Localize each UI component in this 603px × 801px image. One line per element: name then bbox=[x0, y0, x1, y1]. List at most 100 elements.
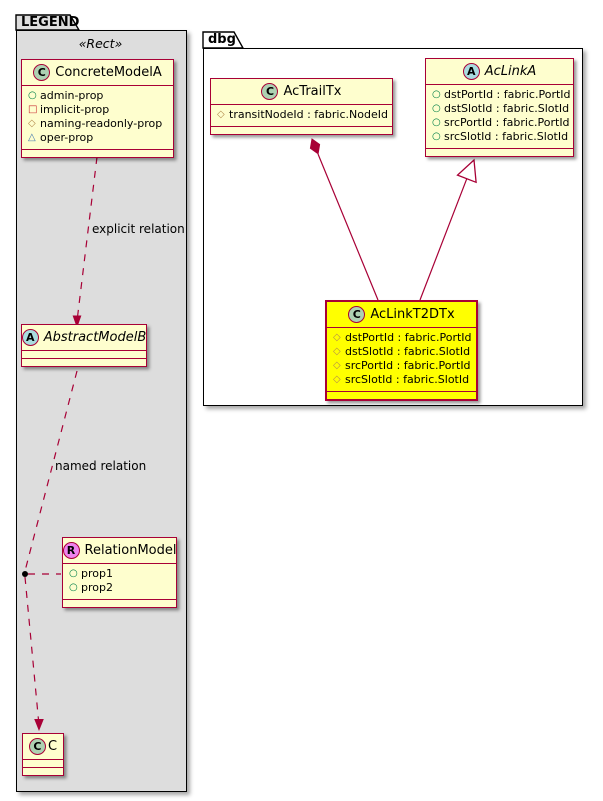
empty-compartment bbox=[327, 392, 476, 399]
empty-compartment bbox=[22, 359, 146, 366]
member-label: naming-readonly-prop bbox=[40, 117, 163, 130]
class-title: C AcTrailTx bbox=[211, 79, 392, 104]
empty-compartment bbox=[23, 768, 63, 775]
compartment-separator bbox=[63, 563, 176, 564]
class-ac-link-a: A AcLinkA dstPortId : fabric.PortId dstS… bbox=[425, 58, 574, 157]
dbg-package-label: dbg bbox=[208, 32, 236, 47]
class-member: dstSlotId : fabric.SlotId bbox=[333, 345, 470, 359]
class-concrete-model-a: C ConcreteModelA admin-prop implicit-pro… bbox=[21, 59, 174, 158]
member-label: dstSlotId : fabric.SlotId bbox=[444, 102, 570, 115]
circle-visibility-icon bbox=[432, 118, 444, 128]
class-member: naming-readonly-prop bbox=[28, 117, 167, 131]
class-member: dstSlotId : fabric.SlotId bbox=[432, 102, 570, 116]
class-member: transitNodeId : fabric.NodeId bbox=[217, 108, 388, 122]
class-ac-link-t2dtx: C AcLinkT2DTx dstPortId : fabric.PortId … bbox=[325, 300, 478, 401]
class-ac-trail-tx: C AcTrailTx transitNodeId : fabric.NodeI… bbox=[210, 78, 393, 135]
compartment-separator bbox=[426, 84, 573, 85]
class-name: RelationModel bbox=[84, 543, 177, 558]
legend-stereotype: «Rect» bbox=[78, 36, 123, 51]
class-name: AcLinkA bbox=[484, 64, 537, 79]
empty-compartment bbox=[63, 600, 176, 607]
triangle-visibility-icon bbox=[28, 133, 40, 143]
member-label: prop2 bbox=[81, 581, 113, 594]
compartment-separator bbox=[22, 358, 146, 359]
empty-compartment bbox=[22, 150, 173, 157]
class-title: C C bbox=[23, 734, 63, 759]
class-spot-icon: C bbox=[28, 738, 46, 755]
class-c: C C bbox=[22, 733, 64, 776]
class-member: srcSlotId : fabric.SlotId bbox=[333, 373, 470, 387]
member-label: oper-prop bbox=[40, 131, 94, 144]
class-spot-icon: C bbox=[33, 64, 51, 81]
class-spot-icon: A bbox=[21, 329, 39, 346]
class-member: dstPortId : fabric.PortId bbox=[333, 331, 472, 345]
class-title: R RelationModel bbox=[62, 538, 177, 563]
compartment-separator bbox=[22, 149, 173, 150]
class-name: AcTrailTx bbox=[283, 84, 342, 99]
class-member: srcSlotId : fabric.SlotId bbox=[432, 130, 569, 144]
compartment-separator bbox=[327, 391, 476, 392]
compartment-separator bbox=[22, 85, 173, 86]
class-title: C AcLinkT2DTx bbox=[327, 302, 476, 327]
class-members: transitNodeId : fabric.NodeId bbox=[211, 105, 392, 126]
square-visibility-icon bbox=[28, 105, 40, 115]
class-name: ConcreteModelA bbox=[55, 65, 162, 80]
class-spot-icon: R bbox=[62, 542, 80, 559]
member-label: admin-prop bbox=[40, 89, 104, 102]
member-label: srcPortId : fabric.PortId bbox=[345, 359, 471, 372]
compartment-separator bbox=[426, 148, 573, 149]
compartment-separator bbox=[327, 327, 476, 328]
compartment-separator bbox=[211, 104, 392, 105]
member-label: srcSlotId : fabric.SlotId bbox=[345, 373, 470, 386]
class-member: prop1 bbox=[69, 567, 170, 581]
class-members: dstPortId : fabric.PortId dstSlotId : fa… bbox=[426, 85, 573, 148]
class-member: oper-prop bbox=[28, 131, 167, 145]
class-member: prop2 bbox=[69, 581, 170, 595]
circle-visibility-icon bbox=[69, 583, 81, 593]
member-label: prop1 bbox=[81, 567, 113, 580]
member-label: implicit-prop bbox=[40, 103, 110, 116]
class-title: C ConcreteModelA bbox=[22, 60, 173, 85]
class-spot-icon: C bbox=[261, 83, 279, 100]
explicit-relation-label: explicit relation bbox=[92, 222, 185, 236]
empty-compartment bbox=[23, 760, 63, 767]
diamond-visibility-icon bbox=[333, 375, 345, 385]
compartment-separator bbox=[211, 126, 392, 127]
circle-visibility-icon bbox=[69, 569, 81, 579]
diamond-visibility-icon bbox=[333, 333, 345, 343]
compartment-separator bbox=[23, 767, 63, 768]
empty-compartment bbox=[426, 149, 573, 156]
class-name: AbstractModelB bbox=[43, 330, 147, 345]
compartment-separator bbox=[63, 599, 176, 600]
compartment-separator bbox=[22, 350, 146, 351]
class-relation-model: R RelationModel prop1 prop2 bbox=[62, 537, 177, 608]
member-label: srcPortId : fabric.PortId bbox=[444, 116, 570, 129]
compartment-separator bbox=[23, 759, 63, 760]
class-member: implicit-prop bbox=[28, 103, 167, 117]
class-members: admin-prop implicit-prop naming-readonly… bbox=[22, 86, 173, 149]
class-spot-icon: C bbox=[348, 306, 366, 323]
class-member: srcPortId : fabric.PortId bbox=[432, 116, 570, 130]
circle-visibility-icon bbox=[28, 91, 40, 101]
class-member: srcPortId : fabric.PortId bbox=[333, 359, 471, 373]
class-members: prop1 prop2 bbox=[63, 564, 176, 599]
circle-visibility-icon bbox=[432, 132, 444, 142]
legend-package-label: LEGEND bbox=[21, 15, 80, 30]
class-abstract-model-b: A AbstractModelB bbox=[21, 324, 147, 367]
member-label: dstPortId : fabric.PortId bbox=[444, 88, 571, 101]
circle-visibility-icon bbox=[432, 104, 444, 114]
diamond-visibility-icon bbox=[217, 110, 229, 120]
member-label: dstSlotId : fabric.SlotId bbox=[345, 345, 471, 358]
class-member: admin-prop bbox=[28, 89, 167, 103]
class-name: AcLinkT2DTx bbox=[370, 307, 455, 322]
named-relation-label: named relation bbox=[55, 459, 147, 473]
member-label: srcSlotId : fabric.SlotId bbox=[444, 130, 569, 143]
empty-compartment bbox=[211, 127, 392, 134]
member-label: transitNodeId : fabric.NodeId bbox=[229, 108, 388, 121]
diamond-visibility-icon bbox=[333, 347, 345, 357]
member-label: dstPortId : fabric.PortId bbox=[345, 331, 472, 344]
class-spot-icon: A bbox=[462, 63, 480, 80]
diamond-visibility-icon bbox=[333, 361, 345, 371]
empty-compartment bbox=[22, 351, 146, 358]
